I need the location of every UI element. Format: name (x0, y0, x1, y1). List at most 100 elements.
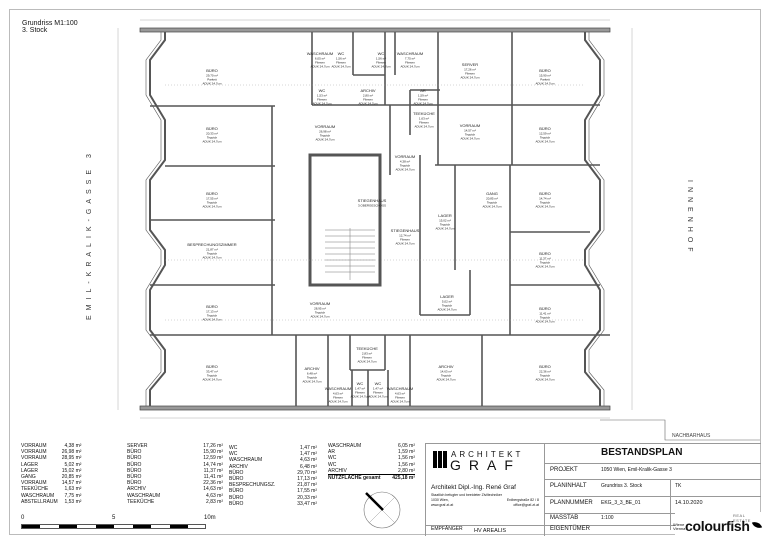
room-area: 6,48 m² (300, 463, 317, 470)
room-area: 29,70 m² (297, 469, 317, 476)
room-area: 1,59 m² (398, 449, 415, 456)
email-link[interactable]: office@graf-zt.at (513, 503, 539, 507)
top-wall (139, 27, 611, 33)
room-area: 17,13 m² (297, 476, 317, 483)
room-area: 17,55 m² (206, 197, 218, 201)
room-name: BÜRO (539, 306, 551, 311)
room-name: VORRAUM (21, 480, 47, 487)
room-name: BÜRO (206, 364, 218, 369)
area-row: BÜRO 29,70 m² (229, 470, 317, 476)
room-floor: Teppich (207, 374, 218, 378)
room-name: WASCHRAUM (328, 443, 362, 449)
recipient-label: EMPFÄNGER (431, 526, 463, 532)
room-name: LAGER (440, 294, 454, 299)
left-facade (149, 32, 166, 406)
room-area: 28,95 m² (314, 307, 326, 311)
room-h: ADUK 24,7cm (535, 378, 555, 382)
room-name: BÜRO (229, 500, 244, 507)
room-area: 20,85 m² (486, 197, 498, 201)
room-floor: Fliesen (419, 121, 429, 125)
room-area: 4,63 m² (206, 492, 223, 499)
room-name: WASCHRAUM (21, 492, 55, 499)
room-name: BÜRO (127, 474, 142, 481)
room-floor: Teppich (440, 223, 451, 227)
room-area: 4,63 m² (300, 457, 317, 464)
room-area: 5,02 m² (442, 300, 452, 304)
room-name: ARCHIV (127, 486, 146, 493)
room-floor: Parkett (540, 78, 550, 82)
room-h: ADUK 24,7cm (310, 65, 330, 69)
room-area: 14,74 m² (203, 461, 223, 468)
plan-date: 14.10.2020 (675, 500, 703, 506)
drawn-by-initials: TK (675, 483, 682, 489)
room-floor: Teppich (207, 201, 218, 205)
architect-subtitle: Staatlich befugter und beeideter Zivilte… (431, 493, 503, 497)
room-h: ADUK 24,7cm (202, 140, 222, 144)
plan-heading: BESTANDSPLAN (601, 447, 683, 458)
room-name: WC (229, 445, 238, 451)
room-area: 11,41 m² (203, 474, 223, 481)
room-h: ADUK 24,7cm (358, 102, 378, 106)
room-name: WASCHRAUM (387, 386, 414, 391)
room-floor: Fliesen (405, 61, 415, 65)
room-name: BÜRO (539, 251, 551, 256)
room-floor: Teppich (307, 376, 318, 380)
room-name: WC (357, 381, 364, 386)
room-h: ADUK 24,7cm (437, 308, 457, 312)
room-name: STIEGENHAUS (358, 198, 387, 203)
content-row: PLANINHALT Grundriss 3. Stock TK (544, 479, 761, 530)
room-area: 17,55 m² (297, 488, 317, 495)
room-area: 14,57 m² (464, 129, 476, 133)
owner-label: EIGENTÜMER (550, 526, 591, 532)
project-label: PROJEKT (550, 467, 578, 473)
room-area: 7,75 m² (64, 492, 82, 499)
heading-row: BESTANDSPLAN (544, 444, 761, 464)
room-area: 17,13 m² (206, 310, 218, 314)
website-link[interactable]: www.graf-zt.at (431, 503, 454, 507)
room-area: 4,63 m² (395, 392, 405, 396)
room-name: BÜRO (229, 469, 244, 476)
room-h: ADUK 24,7cm (312, 102, 332, 106)
room-name: VORRAUM (315, 124, 335, 129)
room-name: VORRAUM (310, 301, 330, 306)
owner-name-line1: Wiene (673, 522, 685, 527)
room-area: 15,90 m² (203, 449, 223, 456)
room-name: TEEKÜCHE (356, 346, 378, 351)
room-name: BÜRO (127, 480, 142, 487)
room-floor: Teppich (315, 311, 326, 315)
room-name: ARCHIV (360, 88, 375, 93)
room-floor: Teppich (540, 201, 551, 205)
room-area: 11,37 m² (539, 257, 551, 261)
room-name: BÜRO (206, 191, 218, 196)
room-name: GANG (21, 474, 36, 481)
street-label-left: EMIL-KRALIK-GASSE 3 (86, 149, 93, 320)
